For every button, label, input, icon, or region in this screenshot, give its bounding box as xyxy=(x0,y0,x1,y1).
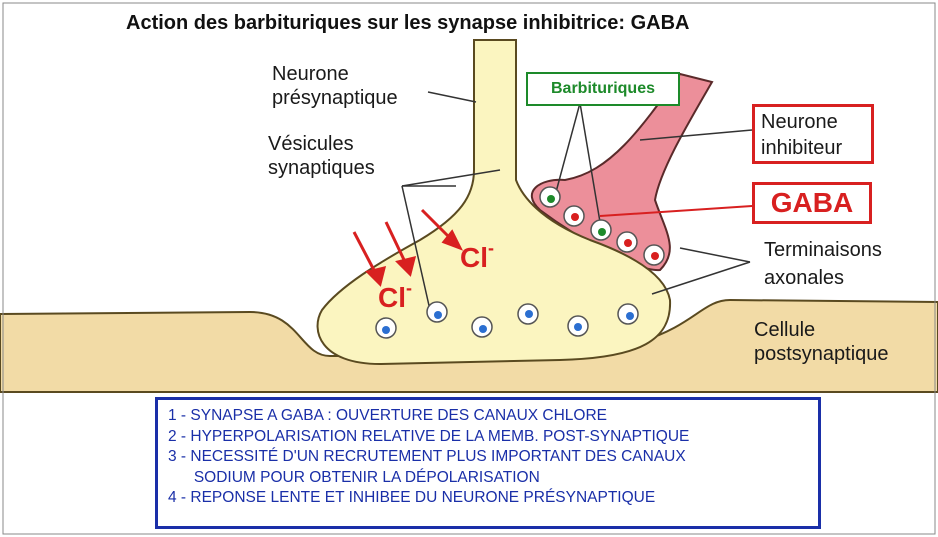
label-cellule: Cellule postsynaptique xyxy=(754,318,889,366)
chloride-ion-upper: Cl- xyxy=(460,242,494,274)
legend-box: 1 - SYNAPSE A GABA : OUVERTURE DES CANAU… xyxy=(155,397,821,529)
chloride-ion-lower: Cl- xyxy=(378,282,412,314)
legend-line-5: 4 - REPONSE LENTE ET INHIBEE DU NEURONE … xyxy=(168,488,808,509)
label-barbituriques: Barbituriques xyxy=(526,72,680,106)
label-neurone-presynaptique: Neurone présynaptique xyxy=(272,62,398,110)
diagram-title: Action des barbituriques sur les synapse… xyxy=(126,12,689,35)
label-vesicules: Vésicules synaptiques xyxy=(268,132,375,180)
legend-line-4: SODIUM POUR OBTENIR LA DÉPOLARISATION xyxy=(168,468,808,489)
label-neurone-inhibiteur: Neurone inhibiteur xyxy=(752,104,874,164)
legend-line-1: 1 - SYNAPSE A GABA : OUVERTURE DES CANAU… xyxy=(168,406,808,427)
legend-line-3: 3 - NECESSITÉ D'UN RECRUTEMENT PLUS IMPO… xyxy=(168,447,808,468)
label-terminaisons: Terminaisons axonales xyxy=(764,236,882,292)
legend-line-2: 2 - HYPERPOLARISATION RELATIVE DE LA MEM… xyxy=(168,427,808,448)
label-gaba: GABA xyxy=(752,182,872,224)
